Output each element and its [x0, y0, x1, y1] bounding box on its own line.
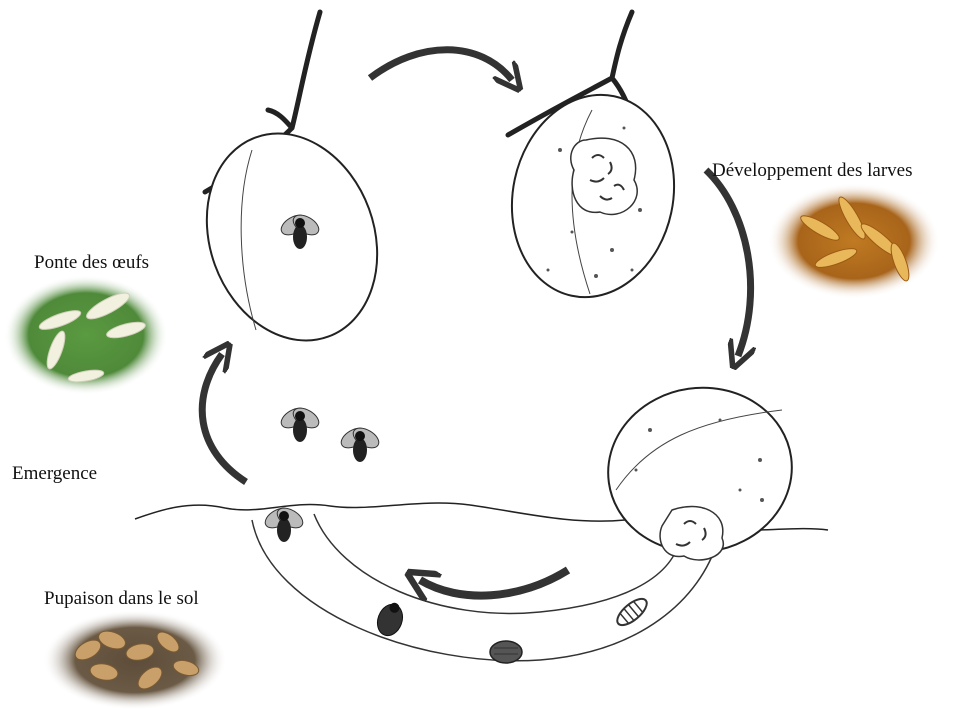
arrow-to-egg-laying	[202, 354, 246, 482]
label-egg-laying: Ponte des œufs	[34, 252, 149, 274]
pupa-icon	[490, 641, 522, 663]
fruit-egg-laying	[179, 12, 406, 365]
arrow-to-fallen-fruit	[706, 170, 751, 356]
arrow-to-larvae	[370, 50, 512, 80]
fly-icon	[262, 504, 306, 542]
eggs-photo	[4, 275, 168, 395]
rot-area-fallen	[660, 506, 723, 559]
fruit-larvae	[494, 12, 693, 312]
fallen-fruit	[597, 376, 802, 564]
arrow-pupation	[420, 570, 568, 596]
pupae-photo	[43, 610, 227, 710]
fruit-left	[179, 109, 406, 364]
pupa-icon	[373, 599, 407, 639]
fly-icon	[338, 424, 382, 462]
label-larvae-development: Développement des larves	[712, 160, 912, 182]
larvae-photo	[768, 183, 940, 299]
label-pupation: Pupaison dans le sol	[44, 588, 199, 610]
larva-icon	[613, 594, 651, 629]
fly-icon	[278, 404, 322, 442]
rot-area	[571, 138, 637, 214]
label-emergence: Emergence	[12, 463, 97, 485]
